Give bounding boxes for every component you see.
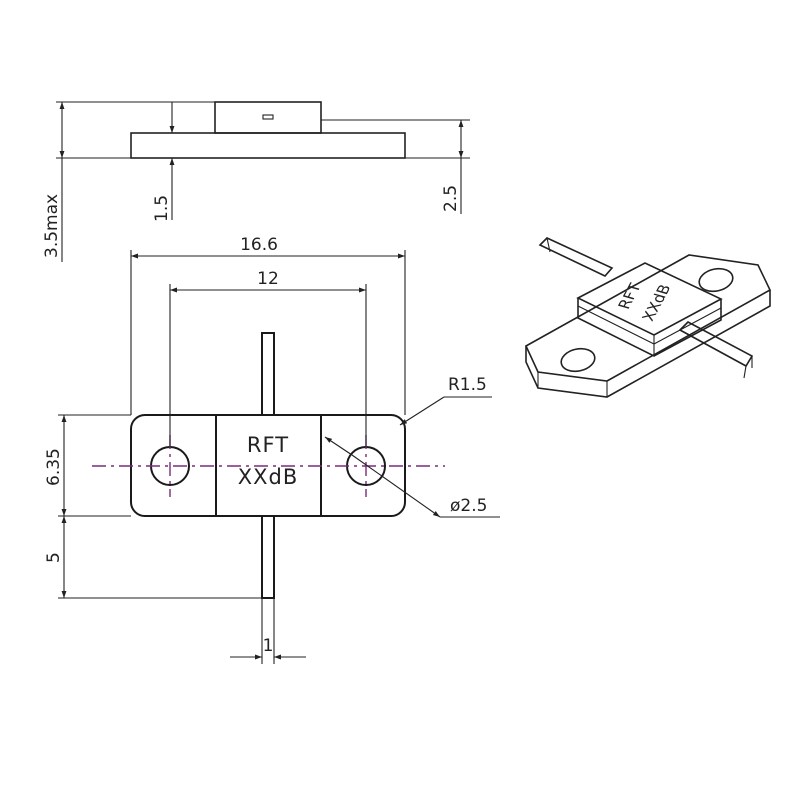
iso-hole-right (698, 267, 734, 293)
dim-body-height: 2.5 (441, 185, 461, 212)
iso-hole-left (560, 347, 596, 373)
side-lead-tab (262, 114, 274, 120)
dim-total-height: 3.5max (42, 194, 62, 258)
dim-lead-offset: 5 (44, 552, 64, 563)
marking-line1: RFT (247, 433, 289, 457)
lead-top (261, 332, 275, 416)
iso-lead-front (678, 321, 754, 368)
leader-corner-radius (399, 396, 445, 426)
iso-marking-line1: RFT (614, 281, 645, 311)
dim-corner-radius: R1.5 (448, 375, 487, 395)
side-view: 3.5max 1.5 2.5 (42, 101, 470, 262)
side-body (214, 101, 322, 134)
dim-flange-length: 16.6 (240, 235, 278, 255)
iso-flange-side (525, 290, 771, 398)
dim-hole-spacing: 12 (257, 269, 279, 289)
dim-hole-diameter: ø2.5 (450, 496, 487, 516)
iso-lead-rear (538, 237, 614, 277)
top-view: RFT XXdB 16.6 12 6.35 5 1 R1.5 ø (44, 235, 500, 664)
lead-bottom (261, 515, 275, 599)
dim-lead-width: 1 (263, 636, 274, 656)
leader-hole-diameter (324, 436, 353, 456)
marking-line2: XXdB (238, 465, 299, 489)
isometric-view: RFT XXdB (524, 237, 772, 398)
side-flange (130, 132, 406, 159)
dim-flange-width: 6.35 (44, 448, 64, 486)
dim-flange-thickness: 1.5 (152, 195, 172, 222)
